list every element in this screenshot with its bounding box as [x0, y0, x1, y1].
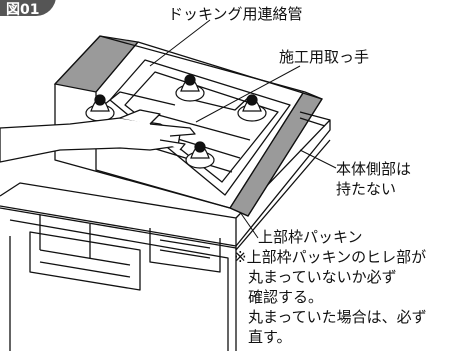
leader-handle	[195, 65, 301, 123]
knob-left	[85, 94, 115, 122]
cabinet-detail	[149, 228, 221, 273]
leader-docking-pipe	[149, 19, 211, 67]
knob-right	[237, 94, 267, 122]
label-body-side-2: 持たない	[336, 180, 397, 198]
under-frame	[299, 111, 331, 127]
label-gasket: 上部枠パッキン	[258, 228, 363, 246]
label-body-side-1: 本体側部は	[336, 160, 412, 178]
label-handle: 施工用取っ手	[279, 48, 370, 66]
pipe-right	[184, 95, 251, 111]
leader-body-side	[299, 149, 337, 169]
inner-drawer-2	[39, 249, 131, 278]
leader-gasket	[239, 211, 259, 239]
frame-outer	[54, 35, 323, 217]
note-line-2: 丸まっていないか必ず	[248, 268, 397, 286]
right-edge-counter-2	[235, 139, 331, 251]
frame-left-band	[53, 35, 140, 93]
right-edge-counter	[235, 119, 331, 247]
drawer-line	[39, 215, 91, 258]
note-line-4: 丸まっていた場合は、必ず	[248, 308, 427, 326]
cabinet-detail-2	[159, 239, 211, 259]
label-docking-pipe: ドッキング用連絡管	[168, 5, 303, 23]
knob-bottom	[185, 141, 215, 169]
frame-inner	[95, 41, 304, 209]
note-line-3: 確認する。	[248, 288, 324, 306]
figure-number-badge: 図01	[0, 0, 56, 18]
thumb	[119, 109, 161, 125]
cabinet-front-inner	[9, 219, 229, 351]
note-line-1: ※上部枠パッキンのヒレ部が	[234, 248, 427, 266]
inner-drawer	[29, 231, 141, 291]
knob-top	[175, 74, 205, 102]
fingers	[149, 123, 196, 151]
cabinet-front	[0, 207, 237, 351]
note-line-5: 直す。	[248, 328, 292, 346]
